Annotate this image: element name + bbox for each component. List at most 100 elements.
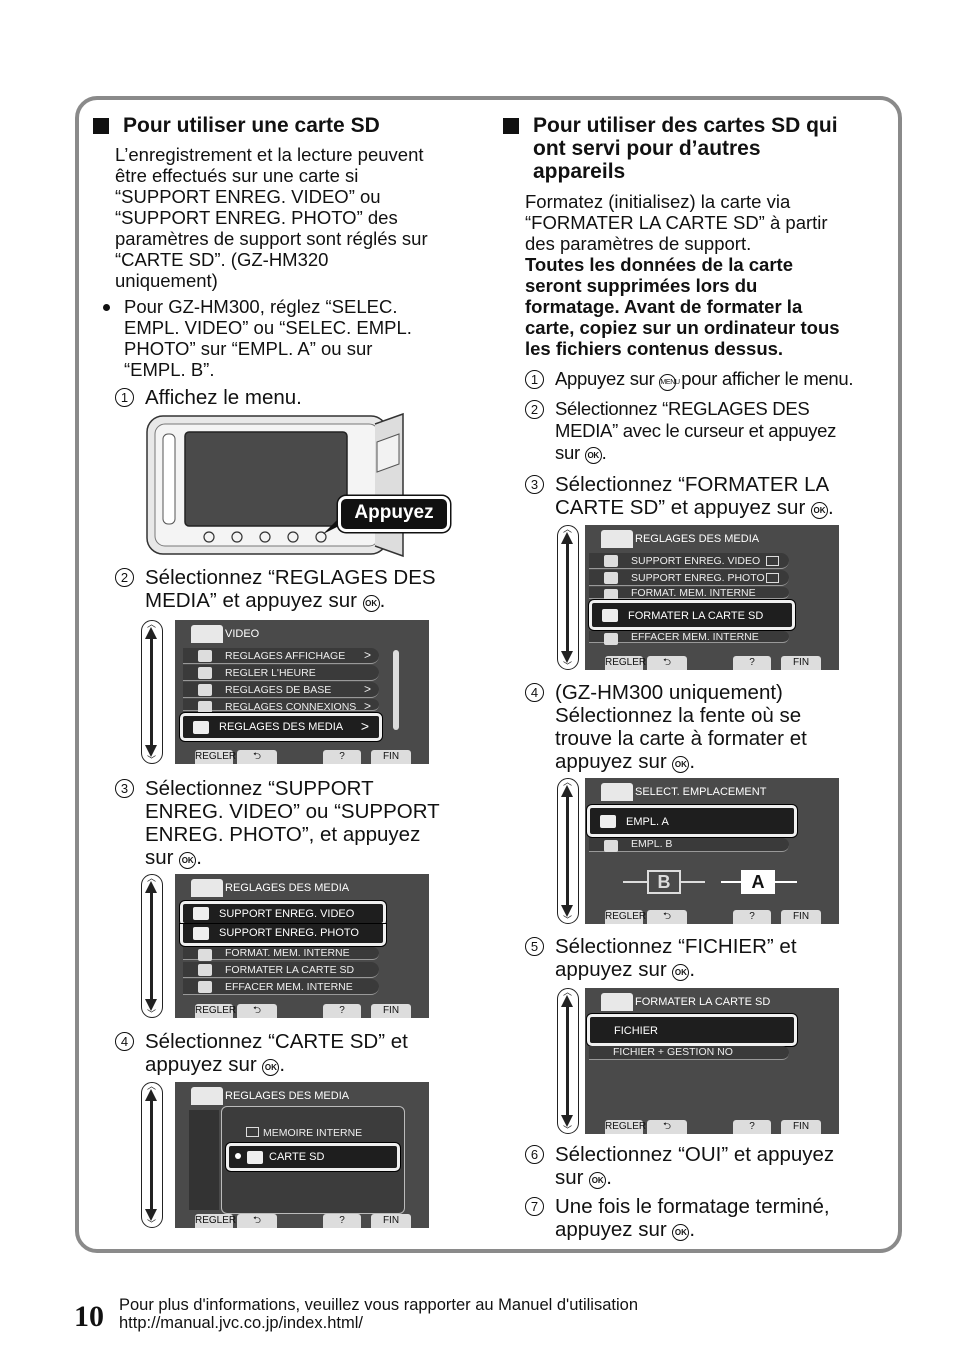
slot-b-row[interactable]: EMPL. B: [589, 838, 789, 852]
menu-row[interactable]: FORMAT. MEM. INTERNE: [183, 947, 379, 961]
right-step-5: 5 Sélectionnez “FICHIER” et appuyez sur …: [525, 935, 893, 983]
memory-icon: [766, 573, 779, 583]
tools-icon: [198, 684, 212, 696]
menu-screen-emplacement: SELECT. EMPLACEMENT EMPL. A EMPL. B B A …: [585, 778, 839, 924]
left-step-3: 3 Sélectionnez “SUPPORT ENREG. VIDEO” ou…: [115, 777, 485, 869]
updown-arrows-icon: ︿﹀: [557, 988, 579, 1135]
help-button[interactable]: ?: [323, 1214, 361, 1228]
menu-row[interactable]: FORMATER LA CARTE SD: [183, 962, 379, 978]
back-button[interactable]: ⮌: [237, 1214, 277, 1228]
slot-a-indicator: A: [721, 870, 797, 894]
option-memoire-interne[interactable]: MEMOIRE INTERNE: [246, 1127, 362, 1139]
appuyez-callout: Appuyez: [338, 496, 450, 532]
back-button[interactable]: ⮌: [647, 656, 687, 670]
selected-option-carte-sd[interactable]: CARTE SD: [226, 1143, 400, 1171]
selected-slot-a[interactable]: EMPL. A: [587, 805, 797, 837]
right-step-6: 6 Sélectionnez “OUI” et appuyez sur OK.: [525, 1143, 893, 1191]
menu-screen-fichier: FORMATER LA CARTE SD FICHIER FICHIER + G…: [585, 988, 839, 1134]
left-step-2: 2 Sélectionnez “REGLAGES DES MEDIA” et a…: [115, 566, 485, 614]
bullet-dot-icon: [103, 304, 110, 311]
sd-card-icon: [247, 1151, 263, 1164]
video-camera-icon: [193, 907, 209, 920]
menu-row[interactable]: REGLAGES CONNEXIONS>: [183, 699, 379, 713]
slot-b-indicator: B: [623, 870, 705, 894]
square-bullet-icon: [503, 118, 519, 134]
fin-button[interactable]: FIN: [371, 1214, 411, 1228]
updown-arrows-icon: ︿﹀: [557, 778, 579, 925]
help-button[interactable]: ?: [733, 656, 771, 670]
regler-button[interactable]: REGLER: [605, 910, 647, 924]
connection-icon: [198, 701, 212, 713]
left-bullet-note: Pour GZ-HM300, réglez “SELEC. EMPL. VIDE…: [124, 296, 412, 380]
scrollbar[interactable]: [393, 650, 399, 730]
ok-button-icon: OK: [589, 1172, 607, 1189]
fin-button[interactable]: FIN: [781, 656, 821, 670]
video-tab-icon: [191, 625, 223, 643]
selected-menu-item[interactable]: SUPPORT ENREG. VIDEO: [180, 901, 386, 926]
updown-arrows-icon: ︿﹀: [141, 620, 163, 765]
menu-row[interactable]: FORMAT. MEM. INTERNE: [589, 587, 789, 601]
back-button[interactable]: ⮌: [237, 1004, 277, 1018]
help-button[interactable]: ?: [733, 1120, 771, 1134]
radio-selected-icon: [235, 1153, 241, 1159]
help-button[interactable]: ?: [733, 910, 771, 924]
ok-button-icon: OK: [362, 595, 380, 612]
display-icon: [198, 650, 212, 662]
selected-menu-item[interactable]: REGLAGES DES MEDIA>: [180, 713, 382, 741]
media-tab-icon: [191, 879, 223, 897]
right-step-4: 4 (GZ-HM300 uniquement) Sélectionnez la …: [525, 681, 893, 773]
sd-card-icon: [198, 964, 212, 976]
left-intro: L’enregistrement et la lecture peuvent ê…: [115, 144, 428, 291]
right-step-1: 1 Appuyez sur MENU pour afficher le menu…: [525, 368, 893, 392]
right-intro: Formatez (initialisez) la carte via “FOR…: [525, 191, 828, 254]
menu-row[interactable]: REGLER L'HEURE: [183, 665, 379, 681]
regler-button[interactable]: REGLER: [195, 1004, 237, 1018]
ok-button-icon: OK: [179, 852, 197, 869]
slot-b-icon: [604, 840, 618, 852]
menu-screen-support: REGLAGES DES MEDIA SUPPORT ENREG. VIDEO …: [175, 874, 429, 1018]
back-button[interactable]: ⮌: [237, 750, 277, 764]
menu-row[interactable]: SUPPORT ENREG. PHOTO: [589, 570, 789, 586]
regler-button[interactable]: REGLER: [605, 656, 647, 670]
right-warning: Toutes les données de la carte seront su…: [525, 254, 840, 359]
right-step-2: 2 Sélectionnez “REGLAGES DES MEDIA” avec…: [525, 398, 893, 466]
media-tab-icon: [601, 993, 633, 1011]
help-button[interactable]: ?: [323, 750, 361, 764]
menu-row[interactable]: REGLAGES AFFICHAGE>: [183, 648, 379, 664]
updown-arrows-icon: ︿﹀: [141, 1082, 163, 1229]
back-button[interactable]: ⮌: [647, 910, 687, 924]
menu-row[interactable]: REGLAGES DE BASE>: [183, 682, 379, 698]
footer-reference: Pour plus d'informations, veuillez vous …: [119, 1296, 638, 1332]
menu-screen-carte-sd: REGLAGES DES MEDIA MEMOIRE INTERNE CARTE…: [175, 1082, 429, 1228]
format-internal-icon: [198, 949, 212, 961]
updown-arrows-icon: ︿﹀: [557, 525, 579, 671]
menu-row[interactable]: EFFACER MEM. INTERNE: [183, 979, 379, 995]
selected-menu-item[interactable]: FORMATER LA CARTE SD: [589, 600, 795, 630]
menu-row[interactable]: FICHIER + GESTION NO: [589, 1046, 789, 1060]
fin-button[interactable]: FIN: [781, 1120, 821, 1134]
selected-menu-item[interactable]: SUPPORT ENREG. PHOTO: [180, 924, 386, 946]
media-tab-icon: [191, 1087, 223, 1105]
fin-button[interactable]: FIN: [371, 1004, 411, 1018]
sd-card-icon: [602, 609, 618, 622]
fin-button[interactable]: FIN: [371, 750, 411, 764]
menu-row[interactable]: EFFACER MEM. INTERNE: [589, 631, 789, 645]
regler-button[interactable]: REGLER: [605, 1120, 647, 1134]
help-button[interactable]: ?: [323, 1004, 361, 1018]
erase-icon: [198, 981, 212, 993]
footer-url-link[interactable]: http://manual.jvc.co.jp/index.html/: [119, 1314, 363, 1332]
content-frame: Pour utiliser une carte SD L’enregistrem…: [75, 96, 902, 1253]
side-icons-strip: [189, 1110, 219, 1210]
memory-icon: [766, 556, 779, 566]
regler-button[interactable]: REGLER: [195, 1214, 237, 1228]
camcorder-lcd-icon: [146, 412, 404, 558]
menu-row[interactable]: SUPPORT ENREG. VIDEO: [589, 553, 789, 569]
regler-button[interactable]: REGLER: [195, 750, 237, 764]
selected-fichier[interactable]: FICHIER: [587, 1014, 797, 1046]
video-camera-icon: [604, 555, 618, 567]
fin-button[interactable]: FIN: [781, 910, 821, 924]
page-number: 10: [74, 1300, 104, 1333]
menu-button-icon: MENU: [659, 374, 680, 391]
back-button[interactable]: ⮌: [647, 1120, 687, 1134]
left-step-4: 4 Sélectionnez “CARTE SD” et appuyez sur…: [115, 1030, 485, 1078]
